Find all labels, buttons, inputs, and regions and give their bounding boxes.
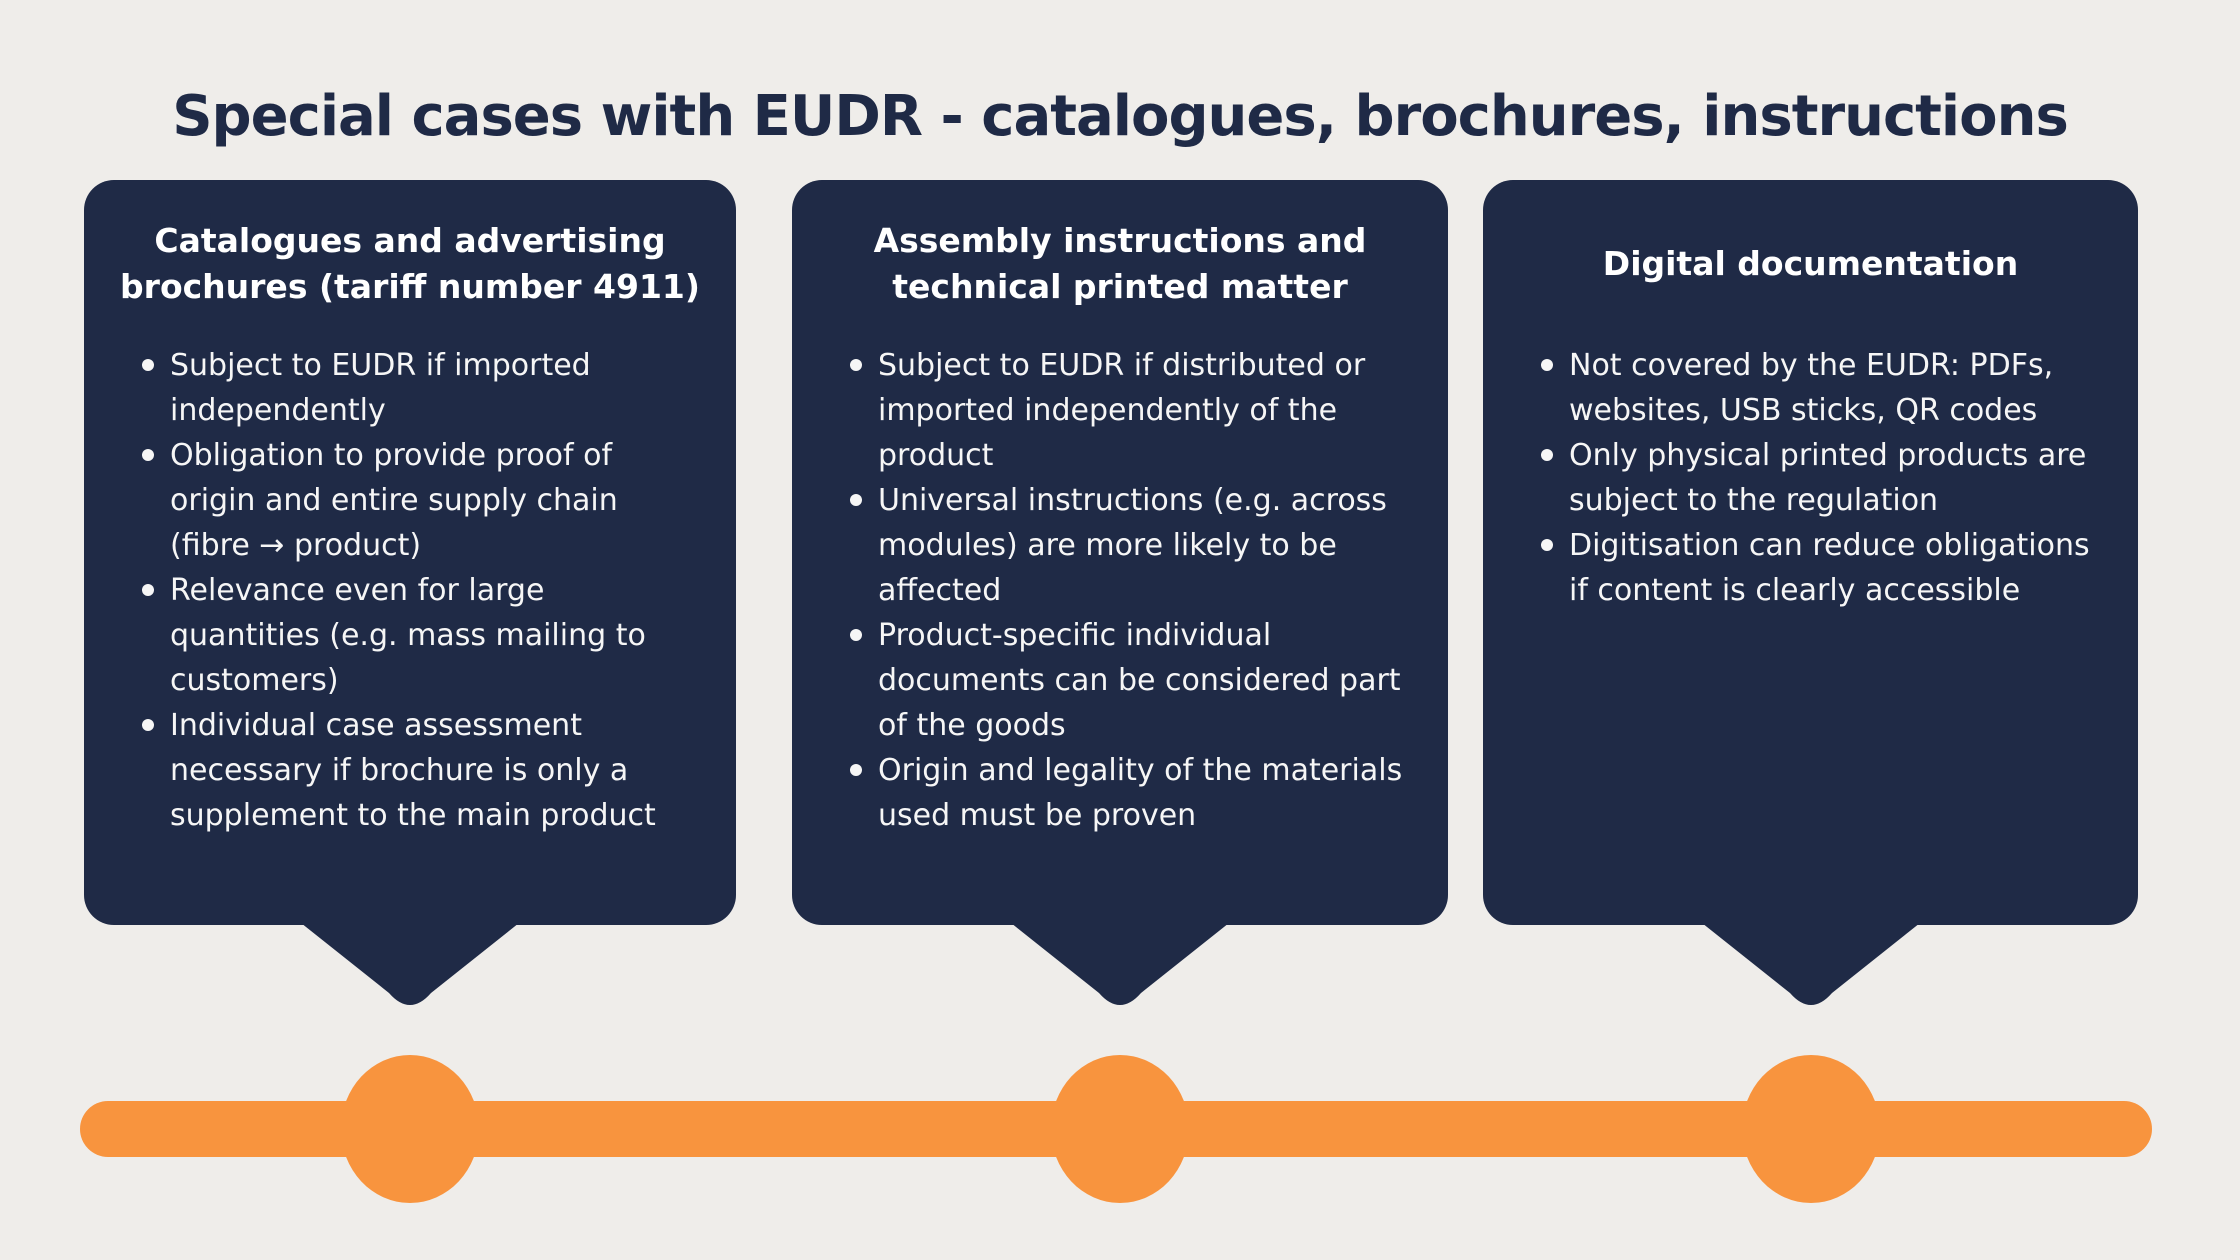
card-catalogues-brochures: Catalogues and advertising brochures (ta… bbox=[84, 180, 736, 1005]
bullet-item: Relevance even for large quantities (e.g… bbox=[142, 568, 698, 703]
bullet-item: Universal instructions (e.g. across modu… bbox=[850, 478, 1410, 613]
timeline-node-2 bbox=[1051, 1055, 1189, 1203]
card-assembly-instructions: Assembly instructions and technical prin… bbox=[792, 180, 1448, 1005]
bullet-list: Subject to EUDR if imported independentl… bbox=[84, 343, 736, 838]
bullet-item: Not covered by the EUDR: PDFs, websites,… bbox=[1541, 343, 2100, 433]
bullet-item: Individual case assessment necessary if … bbox=[142, 703, 698, 838]
timeline-node-3 bbox=[1742, 1055, 1880, 1203]
card-tail-pointer bbox=[1011, 923, 1229, 1005]
card-title: Assembly instructions and technical prin… bbox=[873, 221, 1367, 306]
bullet-item: Product-specific individual documents ca… bbox=[850, 613, 1410, 748]
card-tail-pointer bbox=[1701, 923, 1920, 1005]
page-title: Special cases with EUDR - catalogues, br… bbox=[172, 84, 2069, 149]
bullet-item: Subject to EUDR if distributed or import… bbox=[850, 343, 1410, 478]
bullet-list: Subject to EUDR if distributed or import… bbox=[792, 343, 1448, 838]
timeline bbox=[0, 1055, 2240, 1205]
bullet-list: Not covered by the EUDR: PDFs, websites,… bbox=[1483, 343, 2138, 613]
card-title: Catalogues and advertising brochures (ta… bbox=[120, 221, 700, 306]
bullet-item: Subject to EUDR if imported independentl… bbox=[142, 343, 698, 433]
timeline-node-1 bbox=[341, 1055, 479, 1203]
bullet-item: Only physical printed products are subje… bbox=[1541, 433, 2100, 523]
bullet-item: Obligation to provide proof of origin an… bbox=[142, 433, 698, 568]
card-title: Digital documentation bbox=[1602, 244, 2019, 283]
card-tail-pointer bbox=[301, 923, 519, 1005]
bullet-item: Digitisation can reduce obligations if c… bbox=[1541, 523, 2100, 613]
card-digital-documentation: Digital documentation Not covered by the… bbox=[1483, 180, 2138, 1005]
bullet-item: Origin and legality of the materials use… bbox=[850, 748, 1410, 838]
